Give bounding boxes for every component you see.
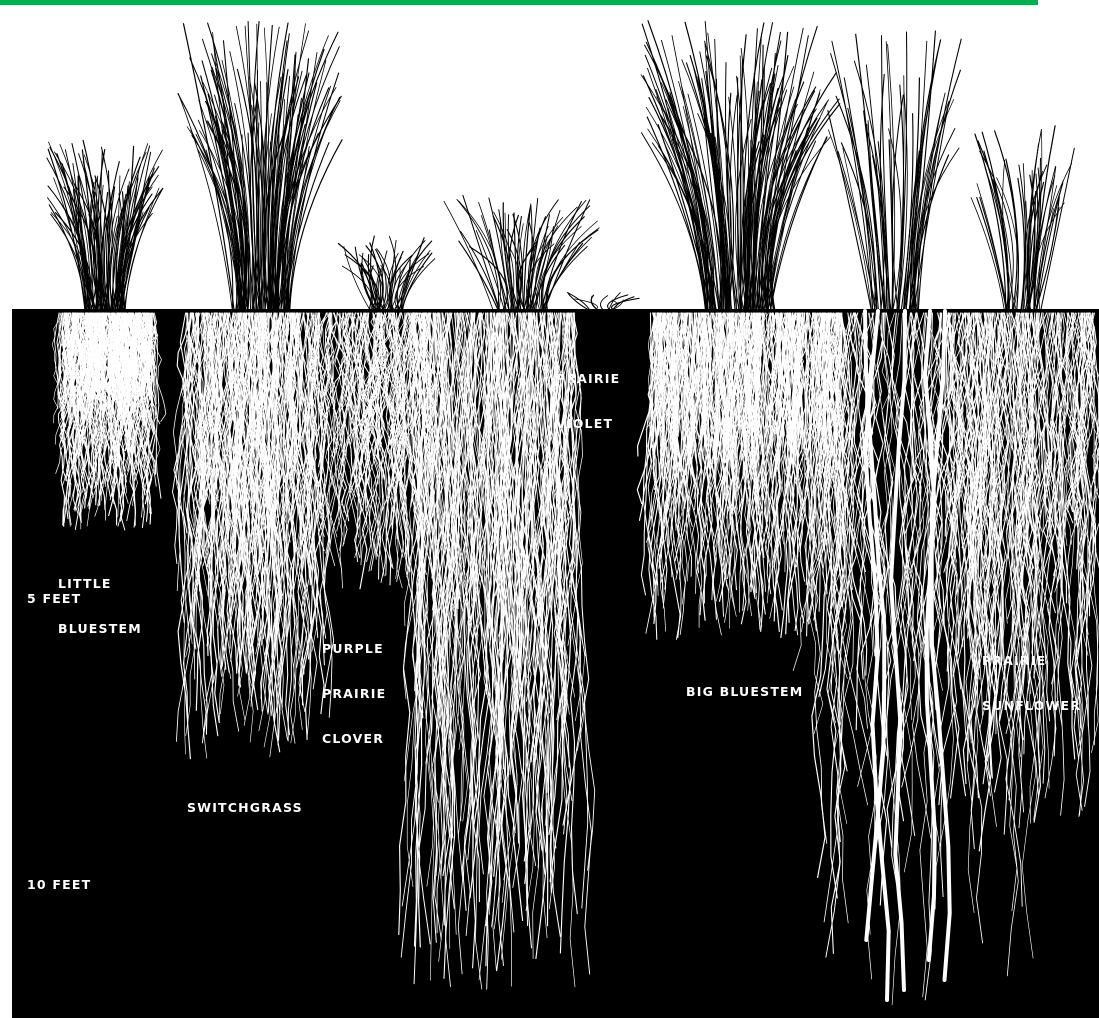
label-switchgrass: SWITCHGRASS xyxy=(187,770,303,845)
label-line: SUNFLOWER xyxy=(982,698,1081,713)
label-line: PRAIRIE xyxy=(982,653,1081,668)
label-line: LITTLE xyxy=(58,576,142,591)
depth-marker-10-feet: 10 FEET xyxy=(27,877,91,892)
label-line: CLOVER xyxy=(322,731,386,746)
label-line: SWITCHGRASS xyxy=(187,800,303,815)
label-prairie-violet: PRAIRIE VIOLET xyxy=(556,341,620,461)
label-line: BLUESTEM xyxy=(58,621,142,636)
label-line: PURPLE xyxy=(322,641,386,656)
label-line: PRAIRIE xyxy=(322,686,386,701)
label-purple-prairie-clover: PURPLE PRAIRIE CLOVER xyxy=(322,611,386,776)
label-big-bluestem: BIG BLUESTEM xyxy=(686,654,803,729)
label-line: PRAIRIE xyxy=(556,371,620,386)
label-line: VIOLET xyxy=(556,416,620,431)
above-ground-shoots xyxy=(47,21,1074,311)
depth-marker-5-feet: 5 FEET xyxy=(27,591,81,606)
label-prairie-sunflower: PRAIRIE SUNFLOWER xyxy=(982,623,1081,743)
label-little-bluestem: LITTLE BLUESTEM xyxy=(58,546,142,666)
label-line: BIG BLUESTEM xyxy=(686,684,803,699)
